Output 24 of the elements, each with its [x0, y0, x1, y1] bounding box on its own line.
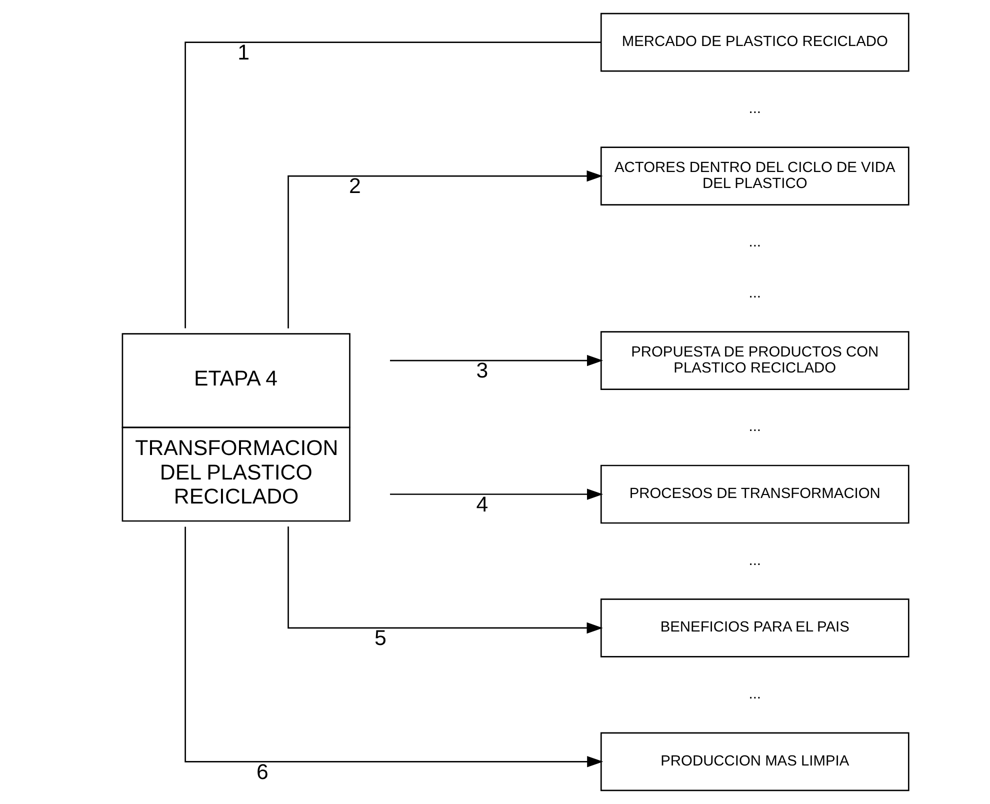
- node-box: PRODUCCION MAS LIMPIA: [600, 732, 909, 792]
- edge-label: 4: [476, 492, 488, 516]
- edge-label: 3: [476, 358, 488, 383]
- label: ...: [748, 419, 761, 436]
- node-box: PROCESOS DE TRANSFORMACION: [600, 464, 909, 524]
- arrow: [287, 526, 602, 634]
- node-box: ACTORES DENTRO DEL CICLO DE VIDA DEL PLASTICO: [600, 146, 909, 206]
- edge-label: 6: [256, 760, 268, 784]
- label: ...: [748, 285, 761, 302]
- edge-label: 1: [237, 40, 250, 64]
- arrow: [390, 488, 603, 500]
- label: ...: [748, 100, 761, 117]
- arrow: [390, 354, 603, 366]
- label: ...: [748, 234, 761, 251]
- arrow: [287, 170, 602, 328]
- node-box: MERCADO DE PLASTICO RECICLADO: [600, 12, 909, 72]
- node-box: BENEFICIOS PARA EL PAIS: [600, 598, 909, 658]
- label: ...: [748, 552, 761, 569]
- connector: [184, 42, 601, 328]
- node-box: PROPUESTA DE PRODUCTOS CON PLASTICO RECICLADO: [600, 331, 909, 390]
- edge-label: 2: [348, 174, 360, 198]
- edge-label: 5: [374, 626, 386, 650]
- arrow: [184, 526, 603, 768]
- label: ...: [748, 686, 761, 703]
